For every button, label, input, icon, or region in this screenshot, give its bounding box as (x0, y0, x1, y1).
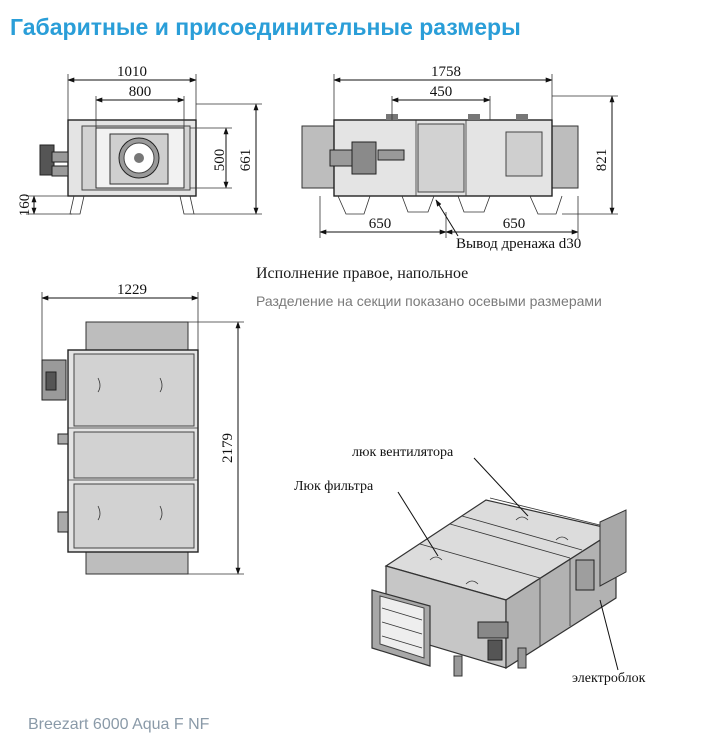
electric-block-label: электроблок (572, 671, 646, 686)
dim-front-overall-height: 661 (238, 149, 254, 172)
isometric-view: люк вентилятора Люк фильтра электроблок (294, 445, 646, 686)
filter-hatch-label: Люк фильтра (294, 479, 374, 494)
dim-top-overall-width: 1229 (117, 282, 147, 298)
dim-side-overall-height: 821 (594, 149, 610, 172)
dim-top-overall-length: 2179 (220, 433, 236, 463)
dim-front-duct-width: 800 (129, 84, 152, 100)
section-note: Разделение на секции показано осевыми ра… (256, 293, 602, 309)
side-view: 1758 450 650 650 821 Вывод дренажа d30 (301, 64, 618, 252)
drain-label: Вывод дренажа d30 (456, 236, 581, 252)
dim-front-leg-height: 160 (17, 194, 33, 217)
page-title: Габаритные и присоединительные размеры (10, 14, 521, 40)
variant-label: Исполнение правое, напольное (256, 265, 469, 282)
front-view: 1010 800 500 661 160 (17, 64, 262, 216)
dim-side-left-section: 650 (369, 216, 392, 232)
dim-front-duct-height: 500 (212, 149, 228, 172)
fan-hatch-label: люк вентилятора (352, 445, 454, 460)
dim-side-center-section: 450 (430, 84, 453, 100)
model-name: Breezart 6000 Aqua F NF (28, 716, 210, 733)
dim-side-right-section: 650 (503, 216, 526, 232)
top-view: 1229 2179 (41, 282, 244, 575)
dim-front-overall-width: 1010 (117, 64, 147, 80)
dim-side-overall-length: 1758 (431, 64, 461, 80)
